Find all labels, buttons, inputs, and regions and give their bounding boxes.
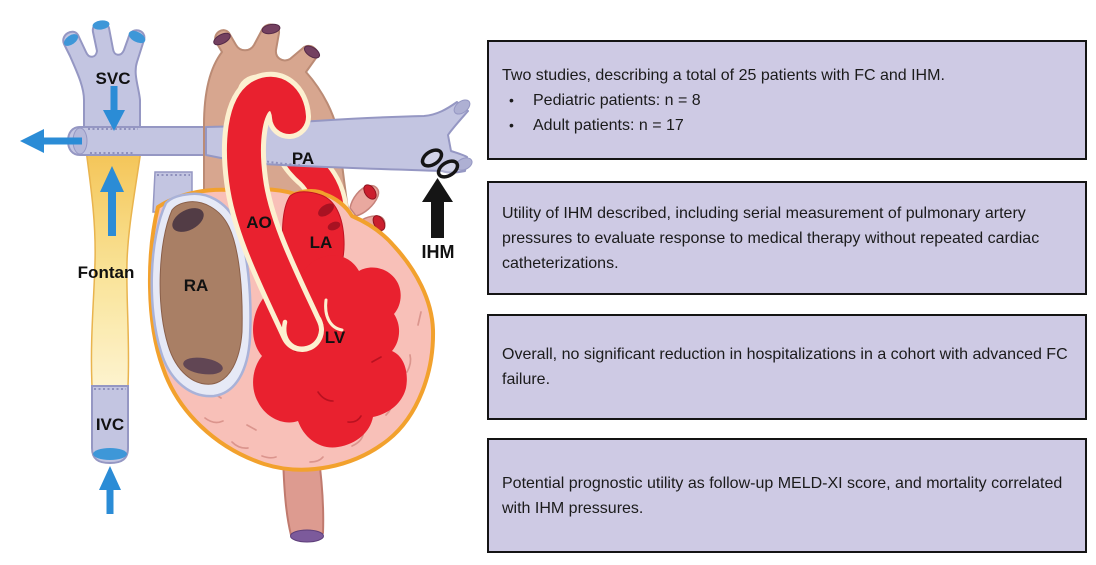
bullet-pediatric: • Pediatric patients: n = 8 [502, 88, 1072, 113]
finding-box-prognostic-text: Potential prognostic utility as follow-u… [502, 474, 1063, 517]
flow-arrow-left-icon [20, 129, 82, 153]
finding-box-studies: Two studies, describing a total of 25 pa… [487, 40, 1087, 160]
bullet-adult-text: Adult patients: n = 17 [533, 116, 684, 134]
label-svc: SVC [96, 69, 131, 88]
label-la: LA [310, 233, 333, 252]
apex-vessel [281, 450, 325, 543]
right-atrium [150, 192, 252, 398]
label-ao: AO [246, 213, 272, 232]
flow-arrows [20, 86, 125, 514]
finding-box-hospitalizations: Overall, no significant reduction in hos… [487, 314, 1087, 420]
ihm-sensor-icon [420, 148, 460, 179]
label-pa: PA [292, 149, 314, 168]
finding-box-hospitalizations-text: Overall, no significant reduction in hos… [502, 346, 1068, 388]
bullet-icon: • [509, 116, 514, 133]
label-ra: RA [184, 276, 209, 295]
label-lv: LV [325, 328, 346, 347]
fontan-heart-diagram: SVC PA AO LA RA LV Fontan IVC IHM [20, 20, 473, 543]
aorta-front [221, 72, 324, 352]
finding-box-studies-text: Two studies, describing a total of 25 pa… [502, 66, 945, 84]
pulmonary-artery [205, 99, 473, 174]
label-fontan: Fontan [78, 263, 135, 282]
finding-box-utility-text: Utility of IHM described, including seri… [502, 204, 1040, 272]
label-ivc: IVC [96, 415, 124, 434]
finding-box-utility: Utility of IHM described, including seri… [487, 181, 1087, 295]
anatomy-labels: SVC PA AO LA RA LV Fontan IVC IHM [78, 69, 455, 434]
ihm-arrow-icon [422, 178, 453, 238]
bullet-pediatric-text: Pediatric patients: n = 8 [533, 91, 701, 109]
bullet-adult: • Adult patients: n = 17 [502, 113, 1072, 138]
flow-arrow-fontan-up-icon [100, 166, 124, 236]
flow-arrow-ivc-up-icon [99, 466, 121, 514]
label-ihm: IHM [422, 242, 455, 262]
flow-arrow-svc-down-icon [103, 86, 125, 131]
svc-vessel [62, 20, 146, 133]
bullet-icon: • [509, 91, 514, 108]
ivc-vessel [91, 385, 129, 465]
finding-box-prognostic: Potential prognostic utility as follow-u… [487, 438, 1087, 553]
